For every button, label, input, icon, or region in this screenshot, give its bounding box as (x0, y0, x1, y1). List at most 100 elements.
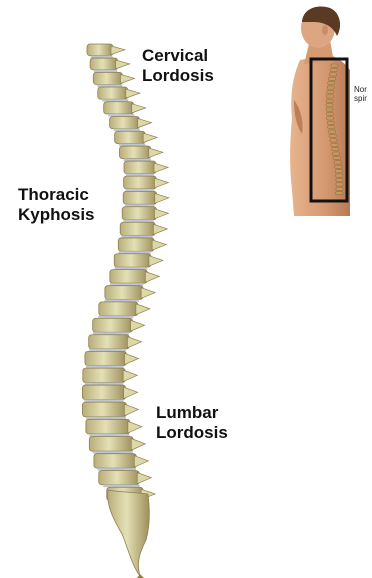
thoracic-kyphosis-label: Thoracic Kyphosis (18, 185, 95, 225)
vertebra-process (143, 133, 157, 142)
vertebra-process (127, 337, 141, 348)
inset-caption-line2: spir (354, 94, 367, 103)
vertebra-process (111, 46, 125, 55)
inset-vertebra (333, 152, 340, 155)
inset-caption: Nor spir (354, 85, 367, 103)
inset-vertebra (331, 64, 338, 67)
inset-vertebra (335, 165, 342, 168)
vertebra-body (86, 419, 130, 434)
lumbar-label-line2: Lordosis (156, 423, 228, 443)
vertebra-process (116, 60, 130, 69)
vertebra-body (114, 254, 151, 267)
vertebra-body (118, 238, 154, 251)
vertebra-process (131, 439, 145, 451)
inset-vertebra (327, 121, 334, 124)
inset-vertebra (336, 192, 343, 195)
inset-vertebra (331, 143, 338, 146)
inset-vertebra (326, 99, 333, 102)
inset-vertebra (327, 90, 334, 93)
inset-vertebra (334, 161, 341, 164)
vertebra-body (82, 385, 125, 400)
vertebra-process (154, 163, 168, 173)
vertebra-process (152, 240, 166, 250)
sacrum (108, 490, 150, 576)
inset-vertebra (329, 77, 336, 80)
inset-vertebra (328, 82, 335, 85)
inset-vertebra (326, 104, 333, 107)
vertebra-body (124, 161, 156, 174)
inset-vertebra (328, 130, 335, 133)
inset-vertebra (333, 156, 340, 159)
vertebra-body (89, 335, 130, 349)
cervical-lordosis-label: Cervical Lordosis (142, 46, 214, 86)
vertebra-process (154, 209, 168, 219)
thoracic-label-line1: Thoracic (18, 185, 95, 205)
vertebra-body (110, 116, 140, 128)
cervical-label-line1: Cervical (142, 46, 214, 66)
vertebra-process (137, 473, 151, 484)
vertebra-body (85, 351, 127, 365)
vertebra-body (119, 146, 150, 158)
cervical-label-line2: Lordosis (142, 66, 214, 86)
vertebra-process (134, 456, 148, 467)
vertebra-body (89, 437, 133, 452)
vertebra-process (125, 353, 139, 364)
vertebra-process (149, 148, 163, 157)
vertebra-process (155, 193, 169, 203)
inset-vertebra (332, 148, 339, 151)
vertebra-process (124, 387, 138, 399)
inset-vertebra (327, 86, 334, 89)
vertebra-process (120, 74, 134, 83)
vertebra-process (154, 178, 168, 188)
vertebra-body (105, 286, 143, 300)
vertebra-body (123, 191, 157, 204)
thoracic-label-line2: Kyphosis (18, 205, 95, 225)
vertebra-body (93, 72, 122, 84)
ear (322, 25, 328, 35)
vertebra-process (128, 421, 142, 433)
vertebra-body (120, 222, 155, 235)
inset-vertebra (336, 183, 343, 186)
vertebra-body (115, 131, 146, 143)
vertebra-body (82, 402, 126, 417)
inset-vertebra (329, 73, 336, 76)
vertebra-body (124, 176, 157, 189)
inset-vertebra (336, 187, 343, 190)
vertebra-body (93, 318, 133, 332)
inset-vertebra (330, 139, 337, 142)
body-profile-inset (290, 7, 350, 216)
inset-vertebra (328, 126, 335, 129)
vertebra-body (110, 270, 147, 284)
inset-vertebra (326, 95, 333, 98)
vertebra-body (83, 368, 125, 382)
lumbar-lordosis-label: Lumbar Lordosis (156, 403, 228, 443)
vertebra-body (99, 302, 138, 316)
inset-vertebra (335, 170, 342, 173)
inset-vertebra (326, 108, 333, 111)
vertebra-process (153, 224, 167, 234)
vertebra-body (87, 44, 113, 56)
vertebra-process (138, 118, 152, 127)
vertebral-column (82, 44, 168, 578)
vertebra-process (131, 320, 145, 331)
vertebra-process (141, 288, 155, 299)
lumbar-label-line1: Lumbar (156, 403, 228, 423)
inset-vertebra (330, 68, 337, 71)
vertebra-process (132, 104, 146, 113)
inset-vertebra (327, 117, 334, 120)
vertebra-body (98, 87, 128, 99)
inset-vertebra (326, 112, 333, 115)
vertebra-body (90, 58, 118, 70)
vertebra-body (99, 471, 139, 485)
vertebra-process (149, 256, 163, 266)
vertebra-process (123, 370, 137, 381)
inset-vertebra (336, 178, 343, 181)
vertebra-process (136, 304, 150, 315)
inset-vertebra (329, 134, 336, 137)
vertebra-body (122, 207, 156, 220)
inset-caption-line1: Nor (354, 85, 367, 94)
vertebra-body (94, 454, 136, 468)
vertebra-body (104, 102, 134, 114)
inset-vertebra (336, 174, 343, 177)
